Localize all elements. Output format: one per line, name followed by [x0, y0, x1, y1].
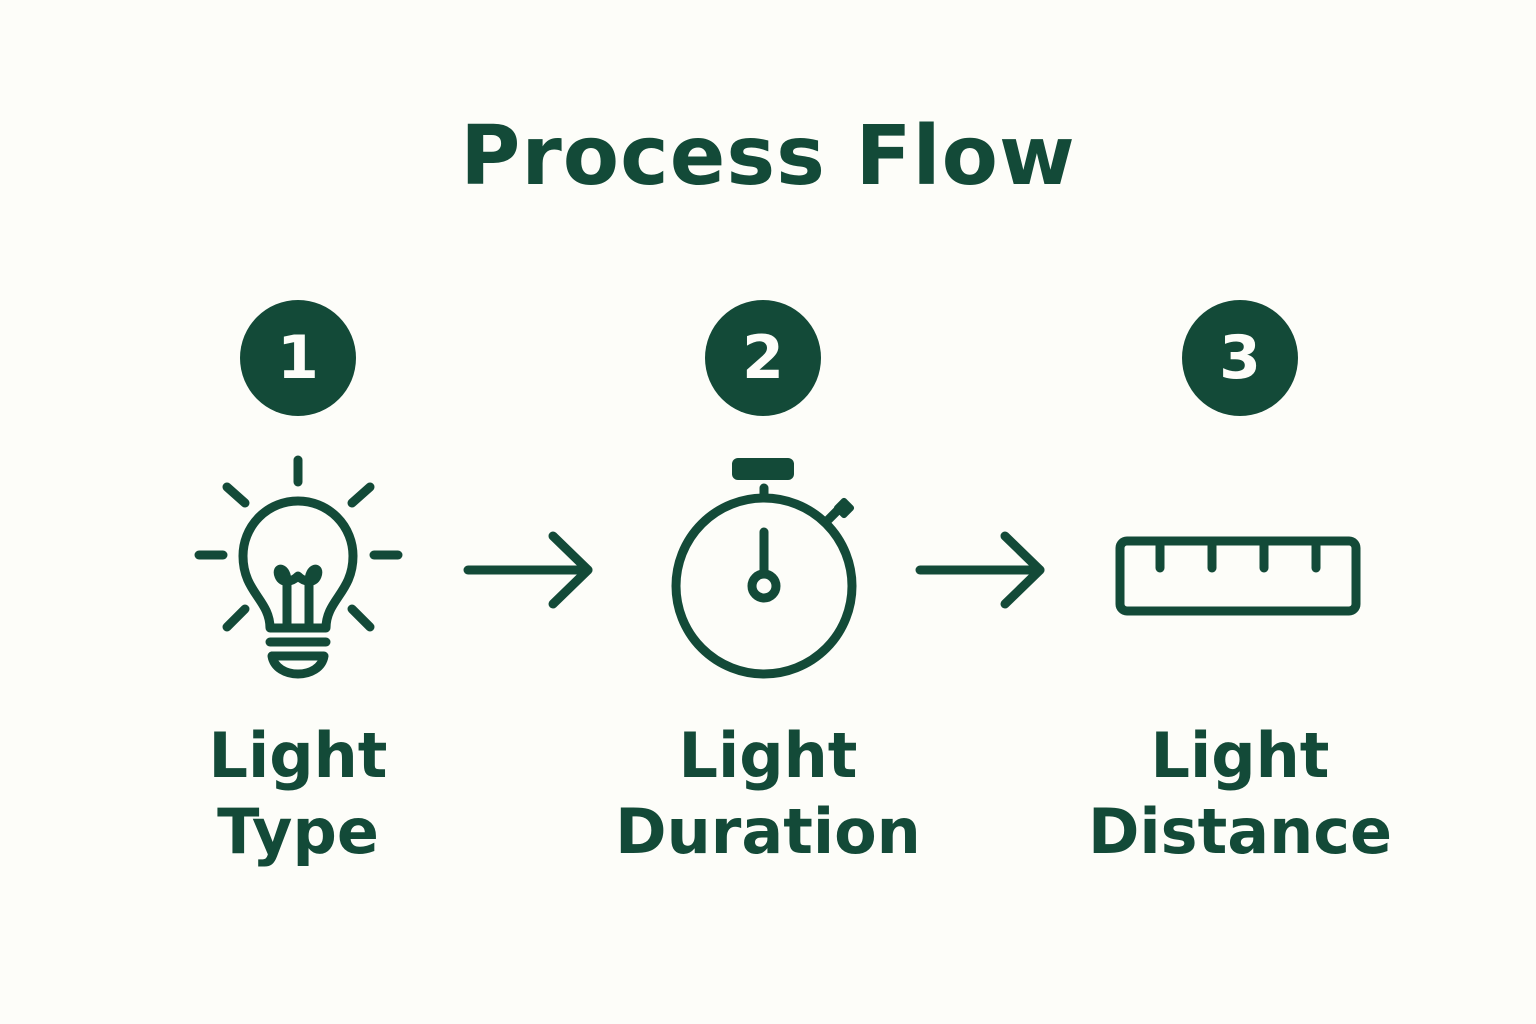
step-1-label-line2: Type [217, 795, 379, 868]
step-2-badge: 2 [705, 300, 821, 416]
step-2-label-line2: Duration [615, 795, 921, 868]
arrow-right-icon-2 [915, 531, 1045, 609]
step-1-label: Light Type [108, 718, 488, 870]
page-title: Process Flow [460, 109, 1076, 204]
step-1-number: 1 [277, 323, 319, 393]
ruler-icon [1115, 536, 1361, 616]
lightbulb-icon [194, 455, 403, 679]
step-2-number: 2 [742, 323, 784, 393]
step-1-badge: 1 [240, 300, 356, 416]
step-2-label: Light Duration [578, 718, 958, 870]
step-3-label-line2: Distance [1087, 795, 1393, 868]
arrow-right-icon-1 [463, 531, 593, 609]
step-3-label: Light Distance [1050, 718, 1430, 870]
stopwatch-icon [671, 458, 857, 679]
step-3-label-line1: Light [1150, 719, 1330, 792]
step-1-label-line1: Light [208, 719, 388, 792]
step-3-badge: 3 [1182, 300, 1298, 416]
step-3-number: 3 [1219, 323, 1261, 393]
step-2-label-line1: Light [678, 719, 858, 792]
